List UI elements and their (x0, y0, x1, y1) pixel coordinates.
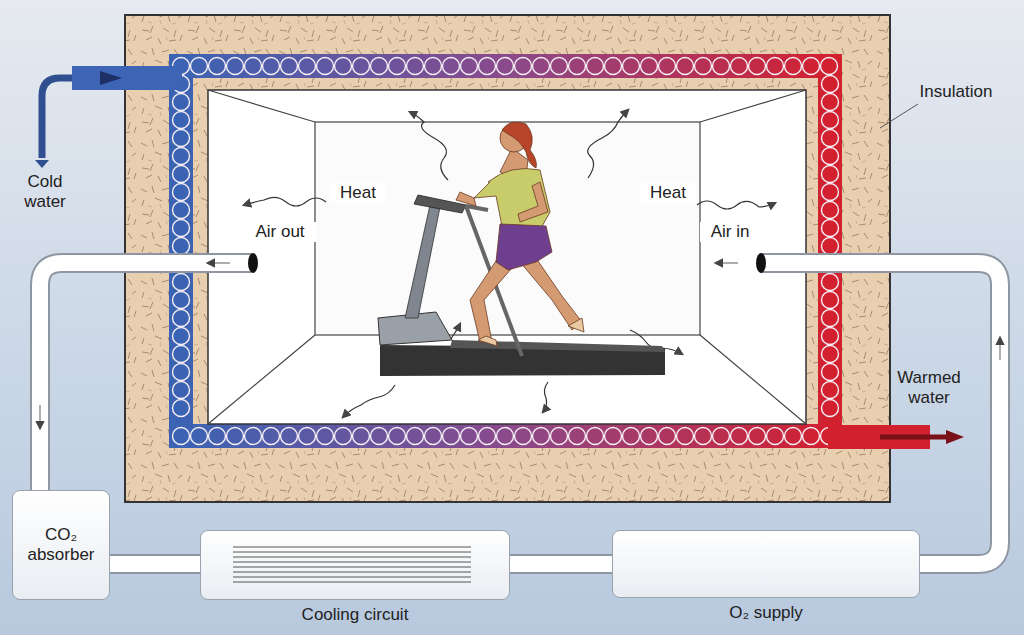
supply-box: O₂ supply (612, 530, 920, 598)
part-label: Insulation (906, 82, 1006, 102)
cooling-box: Cooling circuit (200, 530, 510, 600)
water-label: Cold water (14, 172, 76, 211)
coil-lines (201, 531, 508, 598)
heat-label: Heat (330, 183, 386, 203)
box-text: CO₂ absorber (13, 525, 109, 564)
absorber-box: CO₂ absorber (12, 490, 110, 600)
air-pipe (510, 564, 612, 565)
air-pipe (110, 564, 200, 565)
box-text: O₂ supply (613, 603, 919, 623)
box-text: Cooling circuit (201, 605, 509, 625)
water-label: Warmed water (884, 368, 974, 407)
air-label: Air in (700, 222, 760, 242)
heat-label: Heat (640, 183, 696, 203)
air-label: Air out (244, 222, 316, 242)
